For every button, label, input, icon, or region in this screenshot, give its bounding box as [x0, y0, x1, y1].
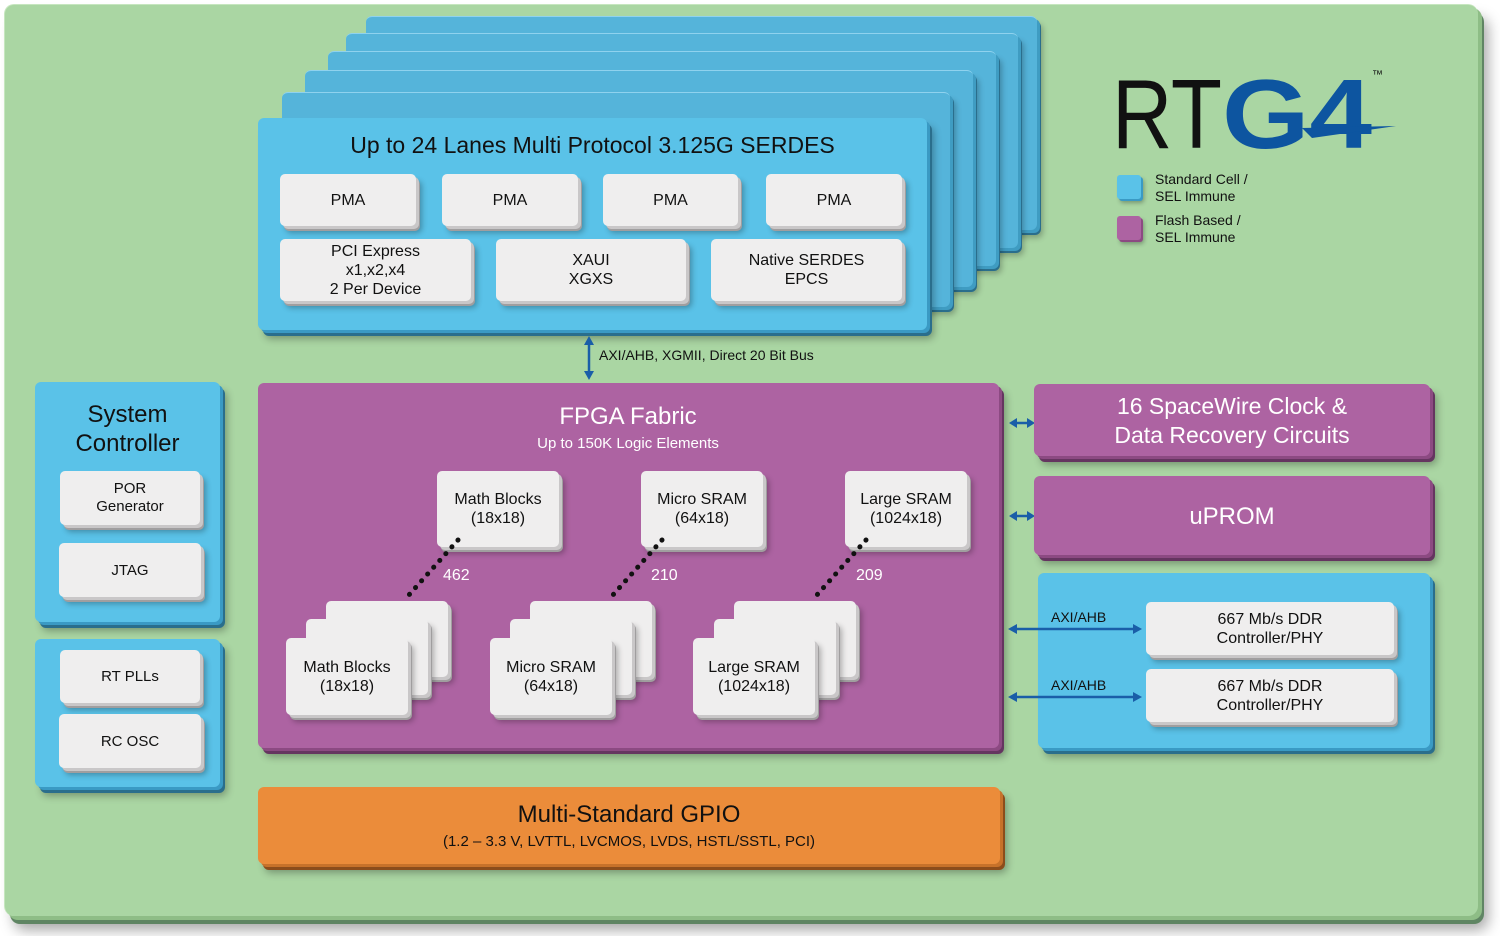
ddr-controller-type: Controller/PHY [1216, 696, 1324, 714]
legend-label-flash-based: Flash Based / SEL Immune [1155, 212, 1241, 245]
native-serdes-line: Native SERDES [748, 252, 865, 269]
pma-label: PMA [653, 191, 688, 209]
pma-label: PMA [330, 191, 366, 209]
micro-sram-top: Micro SRAM (64x18) [641, 471, 763, 547]
logo-text-rt: RT [1112, 59, 1222, 169]
large-sram-label: Large SRAM [860, 491, 952, 508]
rc-osc-block: RC OSC [59, 714, 201, 768]
uprom-block: uPROM [1034, 476, 1430, 555]
ddr-bus-label: AXI/AHB [1051, 609, 1107, 625]
horizontal-double-arrow-icon [1008, 692, 1142, 702]
serdes-bus-label: AXI/AHB, XGMII, Direct 20 Bit Bus [599, 347, 814, 363]
spacewire-title: 16 SpaceWire Clock & Data Recovery Circu… [1114, 393, 1350, 448]
pci-express-block: PCI Express x1,x2,x4 2 Per Device [280, 239, 471, 301]
horizontal-double-arrow-icon [1009, 418, 1035, 428]
pma-label: PMA [492, 191, 528, 209]
por-generator-line: POR [113, 480, 147, 497]
native-serdes-block: Native SERDES EPCS [711, 239, 902, 301]
math-blocks-array: Math Blocks (18x18) [286, 638, 408, 715]
pma-block: PMA [280, 174, 416, 226]
pma-block: PMA [442, 174, 578, 226]
rtg4-logo-mark: RT G4 ™ [1112, 59, 1396, 169]
large-sram-size: (1024x18) [869, 510, 943, 527]
native-serdes-line: EPCS [784, 271, 829, 288]
xaui-line: XAUI [572, 252, 610, 269]
gpio-title: Multi-Standard GPIO [517, 801, 741, 828]
math-blocks-top: Math Blocks (18x18) [437, 471, 559, 547]
uprom-label: uPROM [1189, 503, 1275, 530]
large-sram-top: Large SRAM (1024x18) [845, 471, 967, 547]
math-blocks-label: Math Blocks [454, 491, 542, 508]
math-blocks-size: (18x18) [319, 677, 375, 695]
por-generator-block: POR Generator [60, 471, 200, 525]
jtag-label: JTAG [111, 561, 149, 579]
vertical-double-arrow-icon [584, 336, 594, 380]
ddr-controller-speed: 667 Mb/s DDR [1217, 610, 1323, 628]
legend-swatch-standard-cell [1117, 175, 1141, 199]
math-blocks-size: (18x18) [470, 510, 526, 527]
xaui-line: XGXS [568, 271, 614, 288]
large-sram-label: Large SRAM [708, 658, 800, 676]
spacewire-block: 16 SpaceWire Clock & Data Recovery Circu… [1034, 384, 1430, 456]
micro-sram-array: Micro SRAM (64x18) [490, 638, 612, 715]
math-blocks-label: Math Blocks [303, 658, 391, 676]
serdes-title: Up to 24 Lanes Multi Protocol 3.125G SER… [350, 132, 835, 158]
legend-label-standard-cell: Standard Cell / SEL Immune [1155, 171, 1248, 204]
rt-plls-label: RT PLLs [101, 668, 159, 685]
dotted-connector-large-sram [813, 537, 869, 599]
rt-plls-block: RT PLLs [60, 650, 200, 703]
micro-sram-label: Micro SRAM [506, 658, 596, 676]
ddr-controller-type: Controller/PHY [1216, 629, 1324, 647]
logo-text-g4: G4 [1222, 59, 1372, 169]
ddr-controller-block: 667 Mb/s DDR Controller/PHY [1146, 669, 1394, 722]
large-sram-array: Large SRAM (1024x18) [693, 638, 815, 715]
micro-sram-size: (64x18) [674, 510, 730, 527]
horizontal-double-arrow-icon [1008, 624, 1142, 634]
fpga-fabric-subtitle: Up to 150K Logic Elements [537, 435, 719, 452]
large-sram-size: (1024x18) [717, 677, 791, 695]
large-sram-count: 209 [856, 567, 883, 584]
ddr-controller-block: 667 Mb/s DDR Controller/PHY [1146, 602, 1394, 655]
pci-express-line: PCI Express [331, 242, 420, 260]
rc-osc-label: RC OSC [100, 732, 160, 750]
gpio-block: Multi-Standard GPIO (1.2 – 3.3 V, LVTTL,… [258, 787, 1000, 864]
pma-block: PMA [603, 174, 738, 226]
por-generator-line: Generator [96, 498, 164, 515]
micro-sram-label: Micro SRAM [657, 491, 747, 508]
dotted-connector-math [405, 537, 461, 599]
micro-sram-size: (64x18) [523, 677, 579, 695]
gpio-subtitle: (1.2 – 3.3 V, LVTTL, LVCMOS, LVDS, HSTL/… [442, 833, 816, 850]
pma-label: PMA [816, 191, 852, 209]
jtag-block: JTAG [59, 543, 201, 597]
ddr-controller-speed: 667 Mb/s DDR [1217, 677, 1323, 695]
dotted-connector-micro-sram [609, 537, 665, 599]
legend-swatch-flash-based [1117, 216, 1141, 240]
logo-trademark: ™ [1372, 69, 1383, 81]
horizontal-double-arrow-icon [1009, 511, 1035, 521]
micro-sram-count: 210 [651, 567, 678, 584]
math-blocks-count: 462 [443, 567, 470, 584]
fpga-fabric-title: FPGA Fabric [559, 403, 697, 430]
system-controller-title: System Controller [75, 401, 180, 457]
xaui-block: XAUI XGXS [496, 239, 686, 301]
ddr-bus-label: AXI/AHB [1051, 677, 1107, 693]
pci-express-line: x1,x2,x4 [345, 261, 406, 279]
pci-express-line: 2 Per Device [329, 280, 422, 298]
pma-block: PMA [766, 174, 902, 226]
